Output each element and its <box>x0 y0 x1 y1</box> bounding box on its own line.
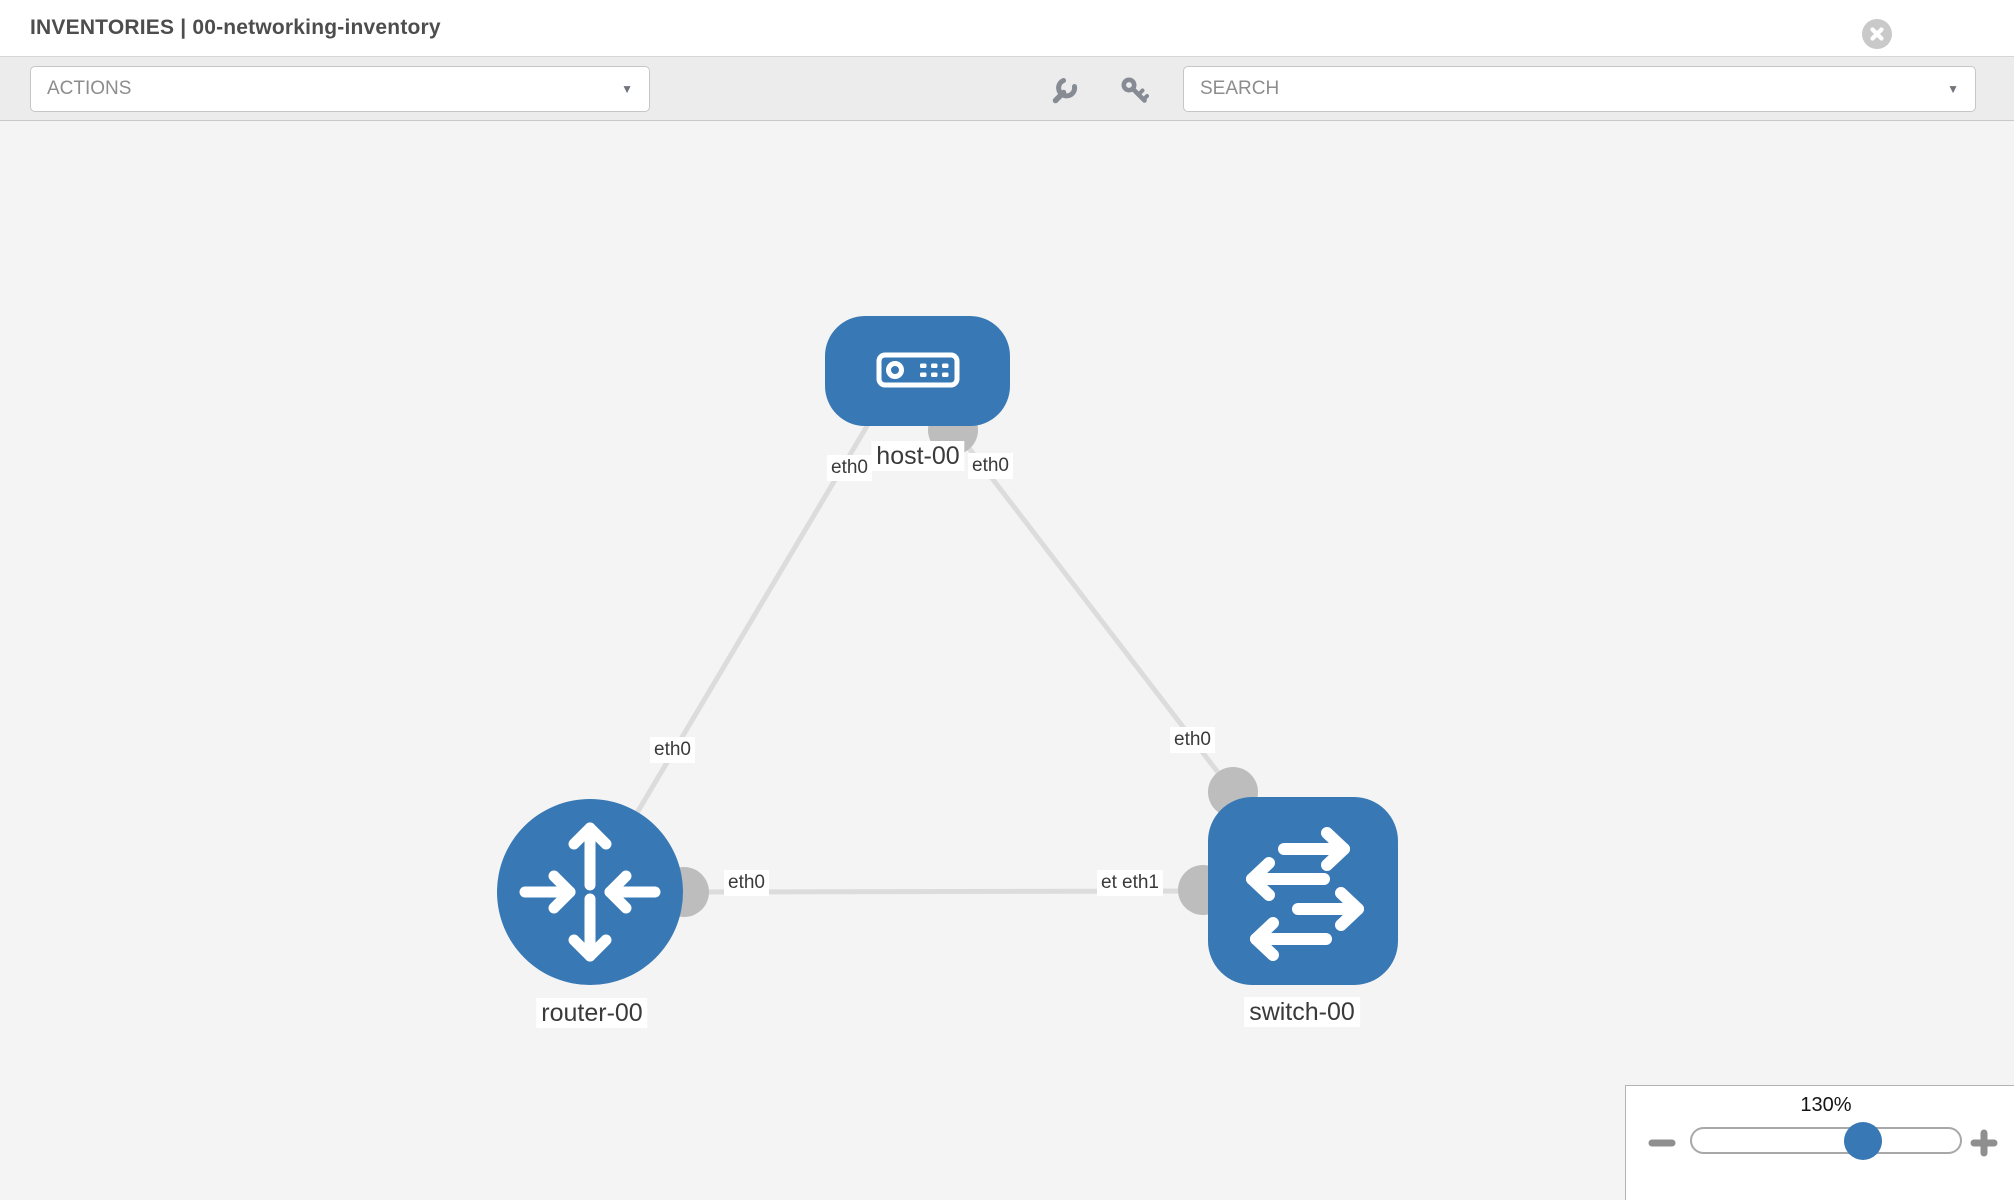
close-icon <box>1870 27 1884 41</box>
page-title: INVENTORIES | 00-networking-inventory <box>30 16 441 39</box>
node-label-host: host-00 <box>871 441 965 471</box>
actions-dropdown-label: ACTIONS <box>47 78 132 99</box>
zoom-level-value: 130% <box>1800 1094 1852 1116</box>
node-label-switch: switch-00 <box>1244 997 1360 1027</box>
topology-canvas[interactable]: host-00 router-00 switch-00 eth0 eth0 et… <box>0 121 2014 1200</box>
node-label-router: router-00 <box>536 998 648 1028</box>
caret-down-icon: ▼ <box>1947 82 1959 96</box>
wrench-icon <box>1052 77 1077 103</box>
router-icon <box>519 822 661 962</box>
zoom-slider-track[interactable] <box>1690 1127 1962 1154</box>
zoom-out-button[interactable] <box>1648 1129 1676 1157</box>
iface-label-host-eth0-switch-link: eth0 <box>968 453 1013 479</box>
key-icon <box>1121 77 1149 103</box>
header-bar: INVENTORIES | 00-networking-inventory <box>0 0 2014 57</box>
zoom-control-panel: 130% <box>1625 1085 2014 1200</box>
actions-dropdown[interactable]: ACTIONS ▼ <box>30 66 650 112</box>
plus-icon <box>1970 1129 1998 1157</box>
server-icon <box>876 352 959 388</box>
minus-icon <box>1648 1139 1676 1147</box>
node-router-00[interactable] <box>497 799 683 985</box>
node-switch-00[interactable] <box>1208 797 1398 985</box>
iface-label-host-eth0-router-link: eth0 <box>827 455 872 481</box>
iface-label-switch-eth0-host-link: eth0 <box>1170 727 1215 753</box>
search-placeholder: SEARCH <box>1200 78 1280 99</box>
zoom-slider-knob[interactable] <box>1844 1122 1882 1160</box>
credentials-button[interactable] <box>1118 74 1150 106</box>
caret-down-icon: ▼ <box>621 82 633 96</box>
zoom-in-button[interactable] <box>1970 1129 1998 1157</box>
iface-label-switch-eth1-router-link: eth1 <box>1118 870 1163 896</box>
iface-label-router-eth0-host-link: eth0 <box>650 737 695 763</box>
link-lines <box>587 405 1258 917</box>
node-host-00[interactable] <box>825 316 1010 426</box>
switch-icon <box>1246 827 1364 961</box>
close-button[interactable] <box>1862 19 1892 49</box>
search-dropdown[interactable]: SEARCH ▼ <box>1183 66 1976 112</box>
adhoc-command-button[interactable] <box>1048 74 1080 106</box>
toolbar: ACTIONS ▼ SEARCH ▼ <box>0 57 2014 121</box>
iface-label-router-eth0-switch-link: eth0 <box>724 870 769 896</box>
